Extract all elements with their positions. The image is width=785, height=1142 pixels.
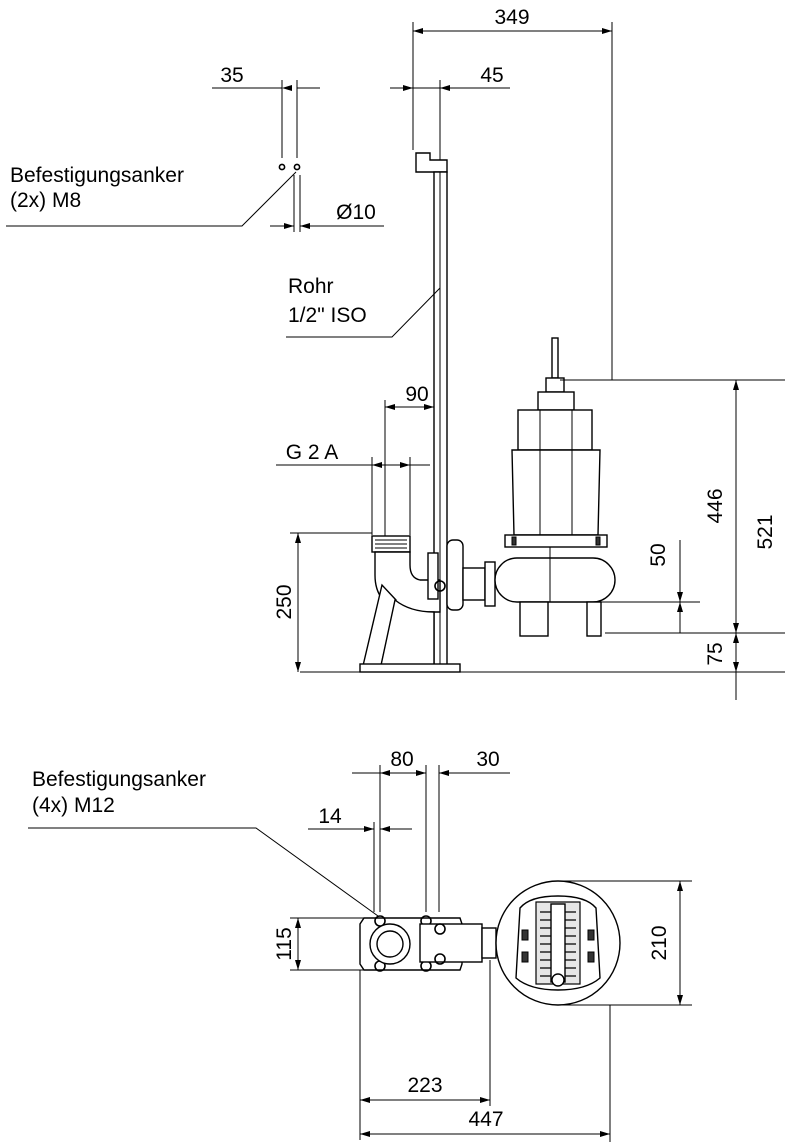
- anchor-bottom-label-2: (4x) M12: [32, 794, 115, 817]
- dim-14-text: 14: [318, 805, 342, 828]
- anchor-bottom-label-1: Befestigungsanker: [32, 768, 206, 791]
- pipe-label-1: Rohr: [288, 275, 334, 298]
- base-plate-top: [359, 915, 497, 972]
- dim-446: 446: [560, 379, 785, 633]
- dim-447-text: 447: [468, 1108, 503, 1131]
- dim-45: 45: [390, 64, 510, 165]
- dim-250-text: 250: [273, 584, 296, 619]
- dim-50-text: 50: [647, 543, 670, 566]
- pump-top: [495, 880, 621, 1006]
- dim-521: 521: [754, 514, 777, 549]
- dim-75: 75: [605, 632, 785, 700]
- dim-50: 50: [600, 540, 700, 633]
- dim-diameter-10-text: Ø10: [336, 201, 376, 224]
- anchor-top-label-2: (2x) M8: [10, 189, 81, 212]
- anchor-bottom-callout: Befestigungsanker (4x) M12: [28, 768, 379, 917]
- pump-motor: [494, 337, 616, 637]
- side-view: 349 45 35 Ø10: [6, 6, 785, 700]
- anchor-hole-icon: [278, 163, 286, 171]
- pipe-callout: Rohr 1/2" ISO: [286, 275, 441, 338]
- dim-30: 30: [439, 748, 510, 776]
- dim-diameter-10: Ø10: [270, 175, 384, 232]
- dim-g2a: G 2 A: [276, 441, 430, 535]
- dim-45-text: 45: [480, 64, 503, 87]
- dim-115-text: 115: [273, 927, 296, 960]
- pump-coupling: [427, 539, 496, 611]
- anchor-hole-icon: [293, 163, 301, 171]
- dim-35: 35: [212, 64, 320, 158]
- dim-75-text: 75: [704, 642, 727, 665]
- dim-g2a-text: G 2 A: [286, 441, 339, 464]
- dim-90: 90: [384, 383, 434, 540]
- dim-35-text: 35: [220, 64, 243, 87]
- dim-349-text: 349: [494, 6, 529, 29]
- dim-115: 115: [273, 917, 364, 971]
- dim-446-text: 446: [704, 488, 727, 523]
- dim-80-text: 80: [390, 748, 413, 771]
- dim-210: 210: [558, 880, 692, 1006]
- dim-223-text: 223: [407, 1074, 442, 1097]
- dim-250: 250: [273, 532, 372, 672]
- pipe-label-2: 1/2" ISO: [288, 304, 367, 327]
- dim-223: 223: [359, 960, 491, 1140]
- dim-210-text: 210: [648, 925, 671, 960]
- discharge-bend: [359, 535, 461, 673]
- dim-30-text: 30: [476, 748, 499, 771]
- dim-90-text: 90: [405, 383, 428, 406]
- anchor-top-callout: Befestigungsanker (2x) M8: [6, 164, 297, 227]
- dim-80: 80: [352, 748, 440, 912]
- dim-447: 447: [360, 1005, 611, 1142]
- anchor-top-label-1: Befestigungsanker: [10, 164, 184, 187]
- top-view: Befestigungsanker (4x) M12 80 30 14: [28, 748, 692, 1142]
- dim-14: 14: [308, 805, 412, 912]
- dim-521-text: 521: [754, 514, 777, 549]
- dim-349: 349: [412, 6, 613, 380]
